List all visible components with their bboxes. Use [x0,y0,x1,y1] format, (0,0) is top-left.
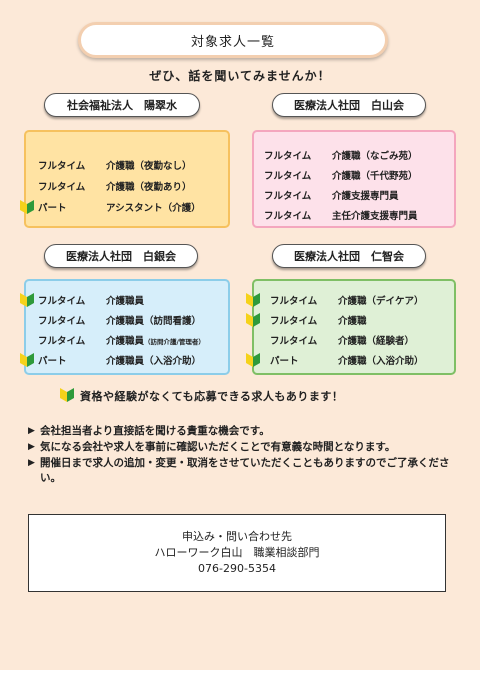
job-role: 介護職員（入浴介助） [106,356,202,367]
job-row: パート 介護職（入浴介助） [246,349,454,369]
job-type: フルタイム [38,182,86,193]
page-subtitle: ぜひ、話を聞いてみませんか！ [149,69,331,83]
beginner-mark-icon [246,353,260,367]
employer-jobs-yosuisui: フルタイム 介護職（夜勤なし） フルタイム 介護職（夜勤あり） パート アシスタ… [20,130,230,228]
job-type: フルタイム [270,336,318,347]
job-row: フルタイム 介護職（千代野苑） [254,164,454,184]
job-row: パート アシスタント（介護） [20,196,228,216]
job-type: フルタイム [270,316,318,327]
job-role-main: 介護職員 [106,336,145,347]
job-type: フルタイム [264,191,312,202]
job-type: フルタイム [264,171,312,182]
employer-name-yosuisui: 社会福祉法人 陽翠水 [44,93,200,117]
job-type: フルタイム [264,151,312,162]
triangle-right-icon: ▶ [28,442,35,452]
employer-jobs-jinchikai: フルタイム 介護職（デイケア） フルタイム 介護職 フルタイム 介護職（経験者）… [246,279,456,375]
contact-box: 申込み・問い合わせ先 ハローワーク白山 職業相談部門 076-290-5354 [28,514,446,592]
job-type: フルタイム [264,211,312,222]
job-row: フルタイム 介護職（デイケア） [246,289,454,309]
bullet-text: 開催日まで求人の追加・変更・取消をさせていただくこともありますのでご了承ください… [40,457,450,484]
beginner-mark-icon [246,313,260,327]
job-row: パート 介護職員（入浴介助） [20,349,228,369]
employer-name-hakuginkai: 医療法人社団 白銀会 [44,244,198,268]
beginner-mark-icon [60,388,74,402]
employer-jobs-hakuginkai: フルタイム 介護職員 フルタイム 介護職員（訪問看護） フルタイム 介護職員（訪… [20,279,230,375]
job-row: フルタイム 介護職（夜勤なし） [26,154,228,174]
page-title: 対象求人一覧 [78,22,388,58]
job-role: 介護職（デイケア） [338,296,424,307]
job-role: アシスタント（介護） [106,203,201,214]
job-role: 介護支援専門員 [332,191,399,202]
beginner-mark-icon [20,293,34,307]
job-role: 介護職（夜勤あり） [106,182,192,193]
job-role: 介護職（千代野苑） [332,171,418,182]
job-row: フルタイム 介護支援専門員 [254,184,454,204]
job-role: 介護職員（訪問看護） [106,316,202,327]
bullet-item: ▶ 気になる会社や求人を事前に確認いただくことで有意義な時間となります。 [28,440,458,455]
job-row: フルタイム 介護職（夜勤あり） [26,175,228,195]
contact-phone: 076-290-5354 [198,562,276,575]
job-type: パート [38,203,67,214]
job-row: フルタイム 介護職（経験者） [254,329,454,349]
job-type: フルタイム [38,336,86,347]
job-role: 介護職員（訪問介護/管理者） [106,333,205,347]
bullet-text: 気になる会社や求人を事前に確認いただくことで有意義な時間となります。 [40,441,396,453]
job-role-detail: （訪問介護/管理者） [144,338,205,346]
job-row: フルタイム 介護職 [246,309,454,329]
bullet-text: 会社担当者より直接話を聞ける貴重な機会です。 [40,425,270,437]
job-role: 介護職（夜勤なし） [106,161,192,172]
job-type: フルタイム [38,296,86,307]
job-type: フルタイム [38,161,86,172]
employer-name-hakusankai: 医療法人社団 白山会 [272,93,426,117]
job-role: 介護職（経験者） [338,336,415,347]
job-role: 介護職（なごみ苑） [332,151,418,162]
job-role: 主任介護支援専門員 [332,211,418,222]
beginner-mark-icon [20,200,34,214]
beginner-mark-icon [20,353,34,367]
bullet-item: ▶ 開催日まで求人の追加・変更・取消をさせていただくこともありますのでご了承くだ… [28,456,458,486]
page-title-text: 対象求人一覧 [190,34,275,50]
triangle-right-icon: ▶ [28,426,35,436]
job-type: パート [270,356,299,367]
job-role: 介護職員 [106,296,145,307]
bullet-item: ▶ 会社担当者より直接話を聞ける貴重な機会です。 [28,424,458,439]
employer-jobs-hakusankai: フルタイム 介護職（なごみ苑） フルタイム 介護職（千代野苑） フルタイム 介護… [252,130,456,228]
job-type: フルタイム [38,316,86,327]
job-type: フルタイム [270,296,318,307]
contact-office: ハローワーク白山 職業相談部門 [154,546,320,559]
job-role: 介護職 [338,316,367,327]
job-row: フルタイム 介護職（なごみ苑） [254,144,454,164]
triangle-right-icon: ▶ [28,458,35,468]
beginner-mark-icon [246,293,260,307]
contact-heading: 申込み・問い合わせ先 [182,530,292,543]
job-type: パート [38,356,67,367]
beginner-note: 資格や経験がなくても応募できる求人もあります！ [80,390,344,403]
info-bullets: ▶ 会社担当者より直接話を聞ける貴重な機会です。 ▶ 気になる会社や求人を事前に… [28,424,458,487]
job-row: フルタイム 主任介護支援専門員 [254,204,454,224]
job-row: フルタイム 介護職員（訪問看護） [26,309,228,329]
employer-name-jinchikai: 医療法人社団 仁智会 [272,244,426,268]
job-row: フルタイム 介護職員（訪問介護/管理者） [26,329,228,349]
job-role: 介護職（入浴介助） [338,356,424,367]
job-row: フルタイム 介護職員 [20,289,228,309]
